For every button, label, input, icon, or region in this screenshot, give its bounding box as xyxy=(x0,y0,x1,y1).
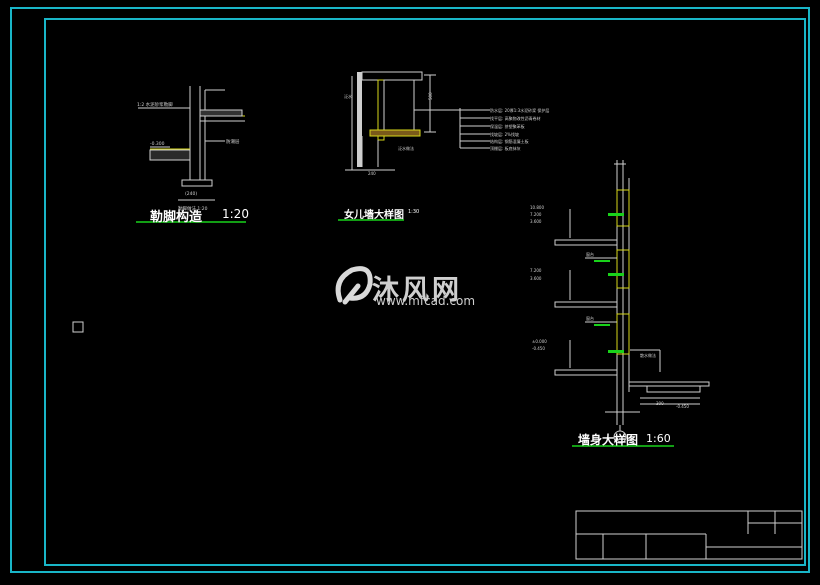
svg-text:泛水做法: 泛水做法 xyxy=(398,145,414,151)
outer-frame xyxy=(10,7,810,573)
parapet-notes: 防水层: 20厚1:3水泥砂浆 保护层 找平层: 高聚物改性沥青卷材 保温层: … xyxy=(344,92,549,176)
svg-text:240: 240 xyxy=(368,171,376,176)
svg-text:窗台: 窗台 xyxy=(586,315,594,321)
parapet-scale: 1:30 xyxy=(408,209,420,215)
svg-text:±0.000: ±0.000 xyxy=(532,339,547,344)
watermark-url: www.mfcad.com xyxy=(376,294,476,308)
svg-text:-0.300: -0.300 xyxy=(150,141,165,147)
svg-text:10.800: 10.800 xyxy=(530,205,544,210)
svg-text:-0.450: -0.450 xyxy=(532,346,545,351)
wall-section-notes: 10.800 7.200 3.600 7.200 3.600 ±0.000 -0… xyxy=(530,205,689,409)
svg-text:散水做法: 散水做法 xyxy=(640,352,656,358)
wall-section-marks xyxy=(594,213,624,353)
svg-text:保温层: 挤塑聚苯板: 保温层: 挤塑聚苯板 xyxy=(490,123,525,129)
svg-text:防潮层: 防潮层 xyxy=(226,138,240,145)
plinth-scale: 1:20 xyxy=(222,207,249,221)
svg-text:泛水: 泛水 xyxy=(344,93,352,99)
wall-section-title: 墙身大样图 xyxy=(578,433,639,447)
svg-text:-0.450: -0.450 xyxy=(676,404,689,409)
marker-square xyxy=(72,321,84,333)
svg-text:勒脚做法 1:20: 勒脚做法 1:20 xyxy=(178,205,208,212)
wall-section-detail xyxy=(554,160,710,444)
svg-text:防水层: 20厚1:3水泥砂浆 保护层: 防水层: 20厚1:3水泥砂浆 保护层 xyxy=(490,107,549,113)
plinth-notes: 1:2 水泥砂浆勒脚 -0.300 防潮层 (240) 勒脚做法 1:20 xyxy=(137,101,240,212)
svg-text:3.600: 3.600 xyxy=(530,276,542,281)
parapet-title: 女儿墙大样图 xyxy=(344,210,404,221)
svg-text:1:2 水泥砂浆勒脚: 1:2 水泥砂浆勒脚 xyxy=(137,101,173,108)
svg-text:7.200: 7.200 xyxy=(530,212,542,217)
svg-text:找坡层: 2%找坡: 找坡层: 2%找坡 xyxy=(490,131,519,137)
watermark-brand: 沐风网 xyxy=(372,275,462,306)
svg-text:(240): (240) xyxy=(185,191,197,197)
svg-text:300: 300 xyxy=(656,401,664,406)
svg-text:7.200: 7.200 xyxy=(530,268,542,273)
wall-section-scale: 1:60 xyxy=(646,432,671,445)
svg-text:顶棚层: 板底抹灰: 顶棚层: 板底抹灰 xyxy=(490,145,521,151)
svg-text:窗台: 窗台 xyxy=(586,251,594,257)
svg-text:3.600: 3.600 xyxy=(530,219,542,224)
svg-text:结构层: 钢筋混凝土板: 结构层: 钢筋混凝土板 xyxy=(490,138,529,144)
svg-text:500: 500 xyxy=(428,92,433,100)
watermark-logo-icon xyxy=(335,266,373,305)
parapet-detail xyxy=(345,71,490,171)
svg-text:找平层: 高聚物改性沥青卷材: 找平层: 高聚物改性沥青卷材 xyxy=(490,115,541,121)
title-block xyxy=(575,510,803,560)
plinth-detail xyxy=(138,86,245,201)
inner-frame xyxy=(44,18,806,566)
plinth-title: 勒脚构造 xyxy=(150,210,203,225)
